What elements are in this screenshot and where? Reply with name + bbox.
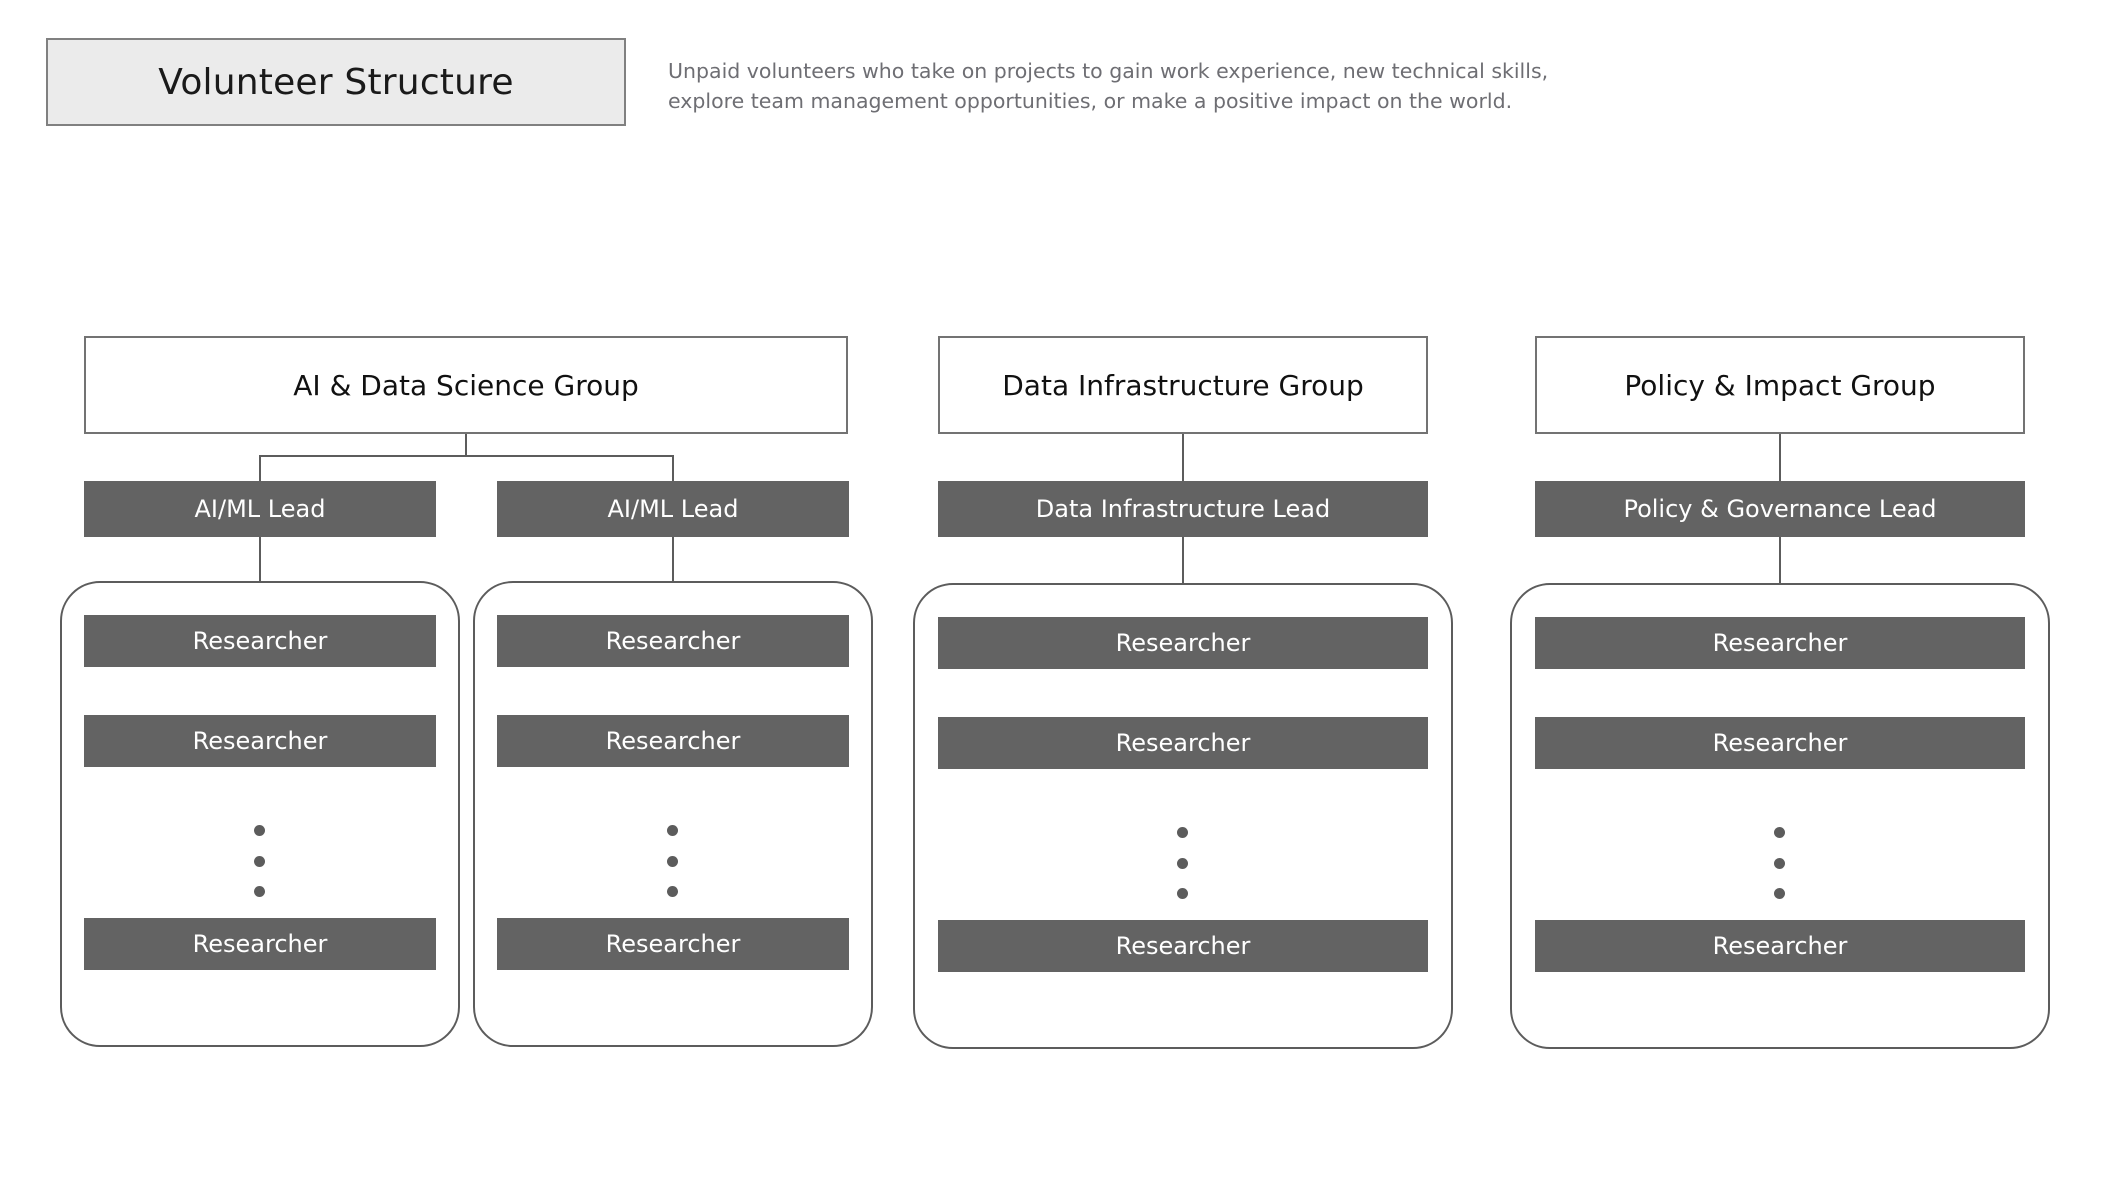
researcher-label: Researcher xyxy=(1712,629,1848,657)
group-header-data-infrastructure[interactable]: Data Infrastructure Group xyxy=(938,336,1428,434)
connector-lead-to-team xyxy=(1182,537,1184,583)
dot xyxy=(667,886,678,897)
ellipsis-dots xyxy=(1177,827,1188,899)
dot xyxy=(667,825,678,836)
researcher-label: Researcher xyxy=(192,627,328,655)
connector-lead1-to-team xyxy=(259,537,261,581)
researcher-label: Researcher xyxy=(192,930,328,958)
group-header-label: Data Infrastructure Group xyxy=(1002,368,1364,402)
team-container-data-infrastructure xyxy=(913,583,1453,1049)
researcher-box[interactable]: Researcher xyxy=(497,918,849,970)
page-title-box: Volunteer Structure xyxy=(46,38,626,126)
connector-group-to-lead xyxy=(1182,434,1184,481)
researcher-box[interactable]: Researcher xyxy=(938,617,1428,669)
team-container-ai-ml-1 xyxy=(60,581,460,1047)
connector-group-to-lead xyxy=(1779,434,1781,481)
dot xyxy=(1177,857,1188,869)
researcher-box[interactable]: Researcher xyxy=(497,615,849,667)
lead-box-ai-ml-lead-1[interactable]: AI/ML Lead xyxy=(84,481,436,537)
lead-label: Data Infrastructure Lead xyxy=(1035,495,1331,523)
researcher-label: Researcher xyxy=(605,627,741,655)
dot xyxy=(254,825,265,836)
dot xyxy=(1774,857,1785,869)
researcher-box[interactable]: Researcher xyxy=(1535,717,2025,769)
dot xyxy=(254,855,265,867)
researcher-box[interactable]: Researcher xyxy=(938,920,1428,972)
researcher-box[interactable]: Researcher xyxy=(1535,920,2025,972)
researcher-label: Researcher xyxy=(1712,932,1848,960)
connector-split-bar xyxy=(259,455,673,457)
connector-lead2-to-team xyxy=(672,537,674,581)
dot xyxy=(667,855,678,867)
page-subtitle: Unpaid volunteers who take on projects t… xyxy=(668,59,1549,113)
connector-lead-to-team xyxy=(1779,537,1781,583)
lead-label: Policy & Governance Lead xyxy=(1623,495,1937,523)
connector-to-lead-1 xyxy=(259,455,261,481)
dot xyxy=(1774,827,1785,838)
researcher-label: Researcher xyxy=(192,727,328,755)
researcher-box[interactable]: Researcher xyxy=(84,918,436,970)
team-container-ai-ml-2 xyxy=(473,581,873,1047)
researcher-label: Researcher xyxy=(605,930,741,958)
dot xyxy=(1774,888,1785,899)
researcher-label: Researcher xyxy=(1115,629,1251,657)
page-title: Volunteer Structure xyxy=(158,61,514,103)
lead-box-data-infrastructure-lead[interactable]: Data Infrastructure Lead xyxy=(938,481,1428,537)
lead-label: AI/ML Lead xyxy=(607,495,739,523)
group-header-label: Policy & Impact Group xyxy=(1624,368,1936,402)
researcher-box[interactable]: Researcher xyxy=(84,615,436,667)
researcher-box[interactable]: Researcher xyxy=(938,717,1428,769)
ellipsis-dots xyxy=(254,825,265,897)
ellipsis-dots xyxy=(667,825,678,897)
connector-group-trunk xyxy=(465,434,467,456)
team-container-policy-impact xyxy=(1510,583,2050,1049)
researcher-label: Researcher xyxy=(1712,729,1848,757)
researcher-label: Researcher xyxy=(1115,932,1251,960)
dot xyxy=(1177,827,1188,838)
lead-box-ai-ml-lead-2[interactable]: AI/ML Lead xyxy=(497,481,849,537)
researcher-label: Researcher xyxy=(1115,729,1251,757)
dot xyxy=(1177,888,1188,899)
group-header-policy-impact[interactable]: Policy & Impact Group xyxy=(1535,336,2025,434)
researcher-label: Researcher xyxy=(605,727,741,755)
researcher-box[interactable]: Researcher xyxy=(1535,617,2025,669)
lead-box-policy-governance-lead[interactable]: Policy & Governance Lead xyxy=(1535,481,2025,537)
group-header-ai-data-science[interactable]: AI & Data Science Group xyxy=(84,336,848,434)
ellipsis-dots xyxy=(1774,827,1785,899)
group-header-label: AI & Data Science Group xyxy=(293,368,639,402)
connector-to-lead-2 xyxy=(672,455,674,481)
researcher-box[interactable]: Researcher xyxy=(84,715,436,767)
dot xyxy=(254,886,265,897)
researcher-box[interactable]: Researcher xyxy=(497,715,849,767)
lead-label: AI/ML Lead xyxy=(194,495,326,523)
